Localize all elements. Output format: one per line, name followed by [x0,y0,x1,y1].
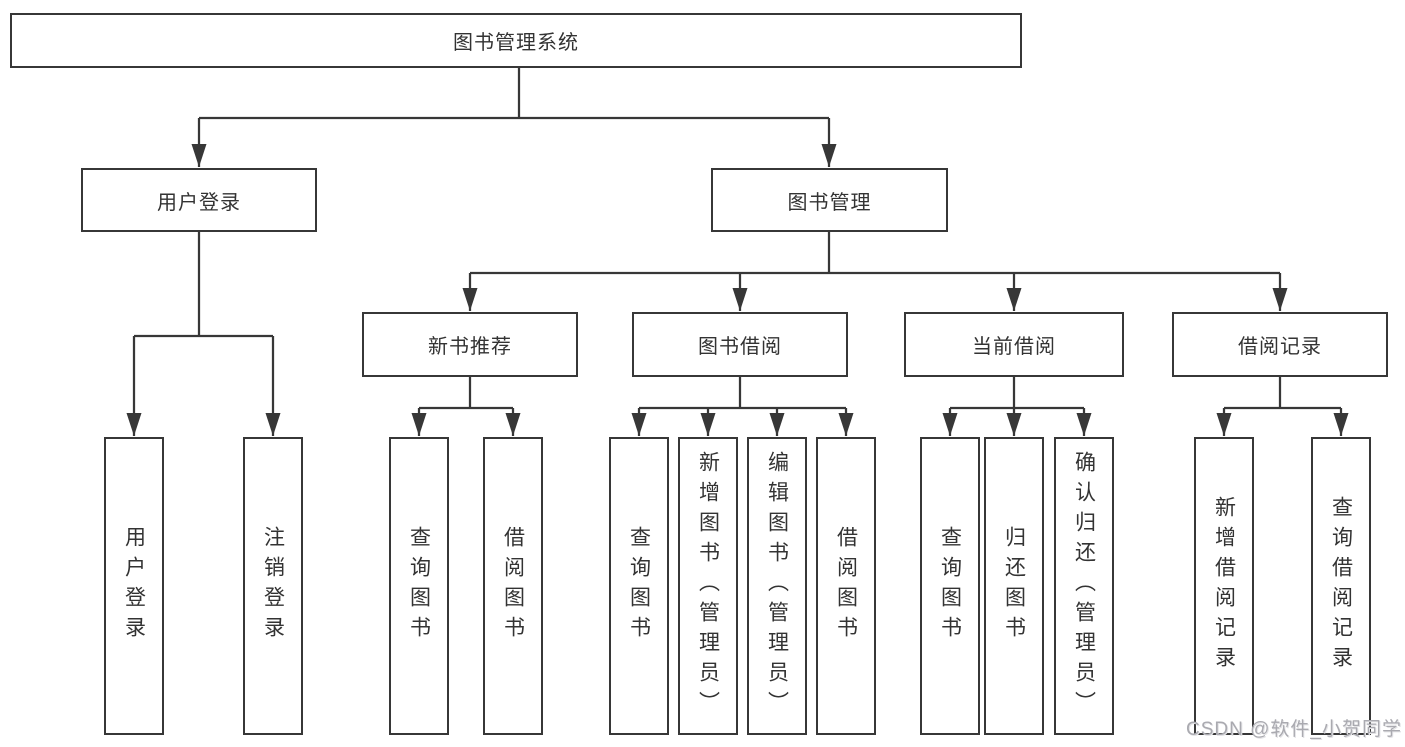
node-book-management: 图书管理 [711,168,948,232]
node-user-login: 用户登录 [81,168,317,232]
leaf-edit-books-admin: 编辑图书（管理员） [747,437,807,735]
leaf-borrow-books-recommend: 借阅图书 [483,437,543,735]
leaf-query-books-recommend: 查询图书 [389,437,449,735]
leaf-logout: 注销登录 [243,437,303,735]
node-current-borrow: 当前借阅 [904,312,1124,377]
node-new-book-recommend: 新书推荐 [362,312,578,377]
leaf-add-books-admin: 新增图书（管理员） [678,437,738,735]
leaf-return-books: 归还图书 [984,437,1044,735]
node-borrow-records: 借阅记录 [1172,312,1388,377]
node-root: 图书管理系统 [10,13,1022,68]
csdn-watermark: CSDN @软件_小贺同学 [1186,719,1402,740]
leaf-add-borrow-record: 新增借阅记录 [1194,437,1254,735]
leaf-borrow-books-borrow: 借阅图书 [816,437,876,735]
leaf-query-borrow-record: 查询借阅记录 [1311,437,1371,735]
leaf-confirm-return-admin: 确认归还（管理员） [1054,437,1114,735]
leaf-user-login: 用户登录 [104,437,164,735]
node-book-borrow: 图书借阅 [632,312,848,377]
leaf-query-books-borrow: 查询图书 [609,437,669,735]
leaf-query-books-current: 查询图书 [920,437,980,735]
